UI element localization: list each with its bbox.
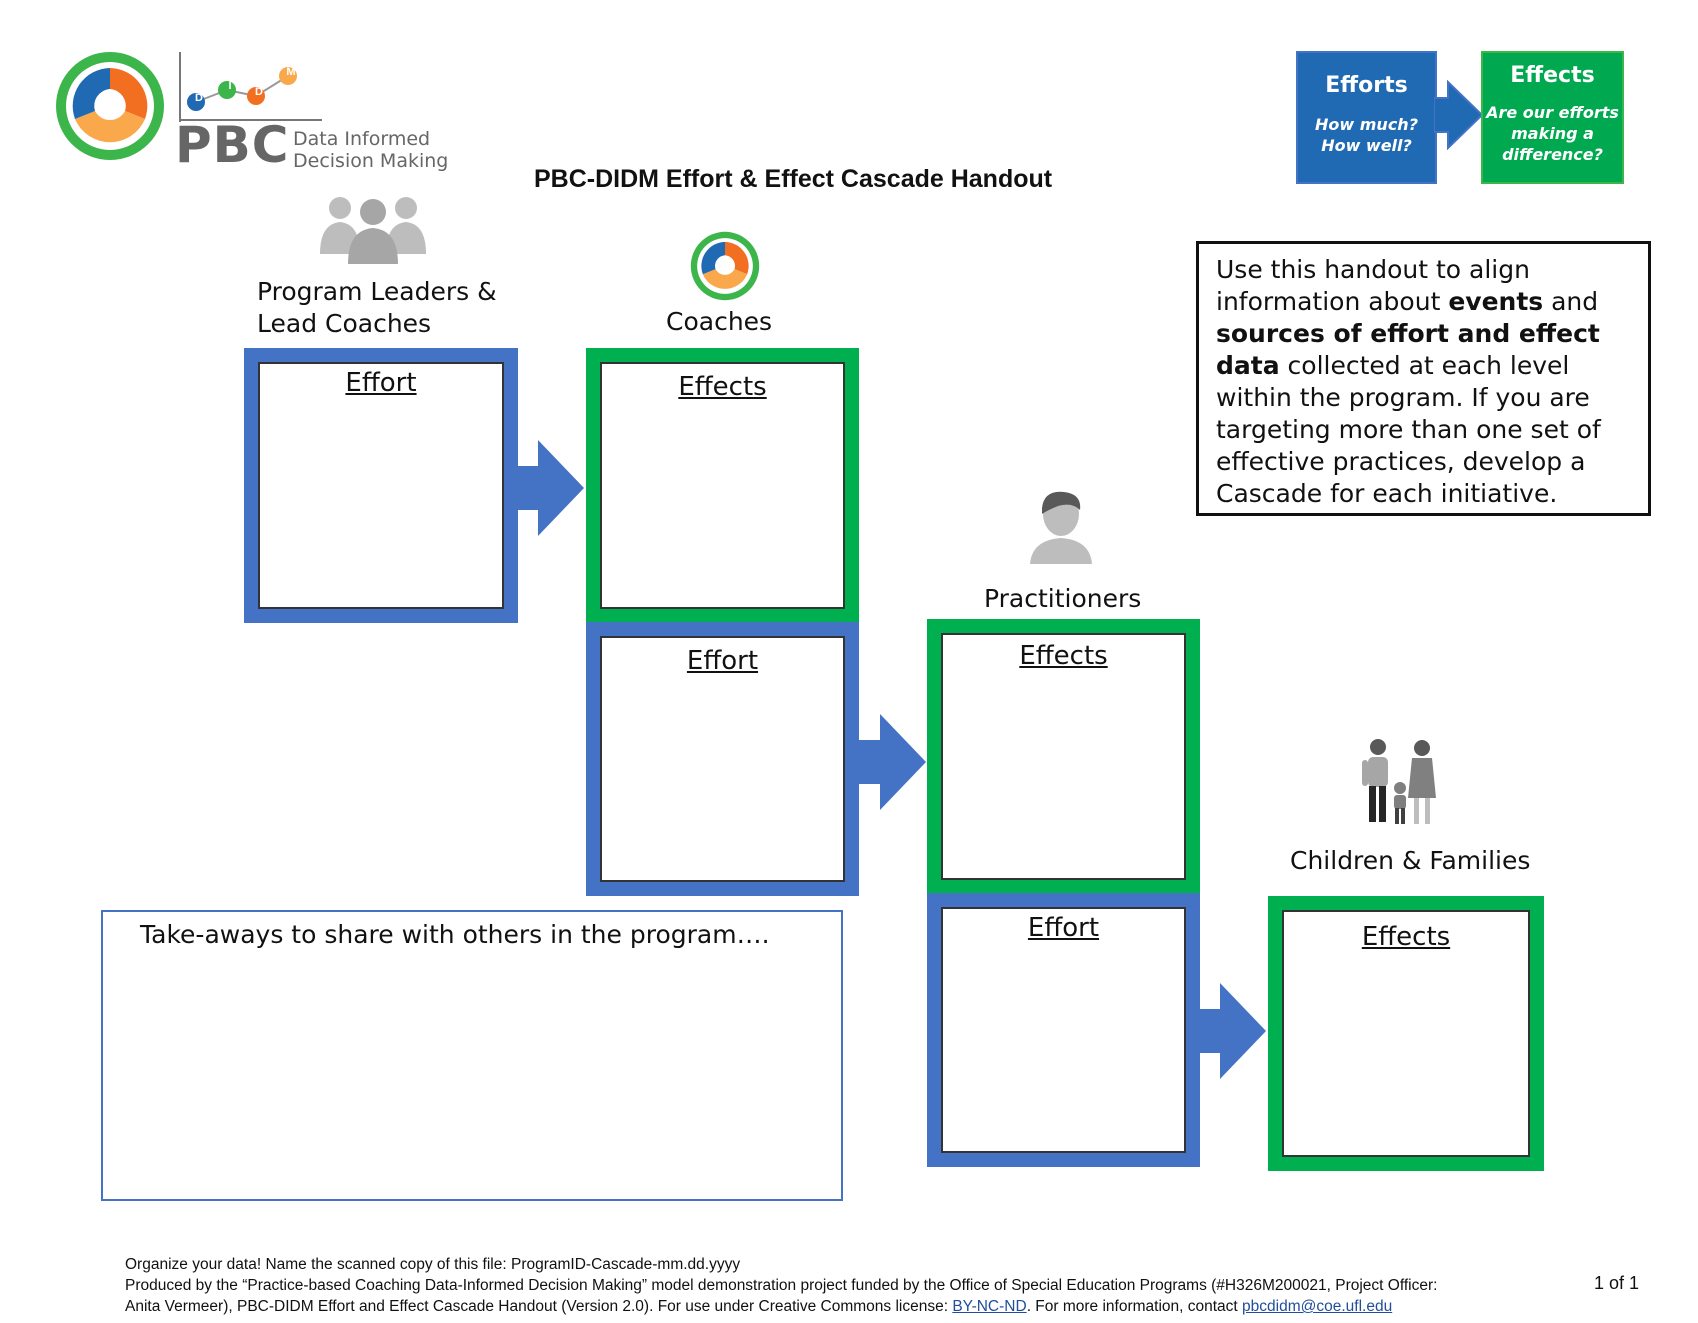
level-label-children-families: Children & Families — [1290, 846, 1531, 875]
leaders-effort-label: Effort — [345, 368, 417, 398]
footer-line3-middle: . For more information, contact — [1026, 1298, 1243, 1315]
practitioners-effort-box[interactable]: Effort — [927, 893, 1200, 1167]
coaches-effects-box[interactable]: Effects — [586, 348, 859, 623]
group-people-icon — [320, 197, 426, 264]
logo-chart-icon — [179, 52, 322, 122]
legend-effects-box: Effects Are our efforts making a differe… — [1481, 51, 1624, 184]
family-icon — [1362, 739, 1436, 824]
right-arrow-icon — [1194, 983, 1266, 1079]
level-label-program-leaders: Program Leaders & Lead Coaches — [257, 276, 497, 340]
logo-dot-m: M — [286, 66, 296, 78]
logo-subtitle-line2: Decision Making — [293, 150, 449, 172]
practitioners-effort-label: Effort — [1027, 913, 1100, 943]
children-effects-label: Effects — [1361, 922, 1451, 952]
practitioner-person-icon — [1030, 491, 1092, 564]
instructions-text-1: Use this handout to align information ab… — [1216, 255, 1530, 316]
logo-subtitle: Data Informed Decision Making — [293, 128, 448, 172]
level-label-coaches: Coaches — [666, 307, 773, 336]
right-arrow-icon — [854, 714, 926, 810]
practitioners-effects-label: Effects — [1019, 641, 1108, 671]
logo-dot-i: I — [228, 80, 232, 92]
instructions-bold-events: events — [1448, 287, 1544, 316]
coaches-effort-label: Effort — [686, 646, 759, 676]
coaches-logo-icon — [690, 231, 760, 301]
legend-effects-heading: Effects — [1510, 63, 1595, 88]
coaches-effort-box[interactable]: Effort — [586, 622, 859, 896]
footer-line2: Produced by the “Practice-based Coaching… — [125, 1277, 1438, 1294]
children-effects-box[interactable]: Effects — [1268, 896, 1544, 1171]
instructions-box: Use this handout to align information ab… — [1196, 241, 1651, 516]
logo-dot-d1: D — [195, 92, 203, 104]
legend-efforts-line2: How well? — [1321, 136, 1412, 155]
practitioners-effects-box[interactable]: Effects — [927, 619, 1200, 894]
legend-efforts-heading: Efforts — [1325, 73, 1408, 98]
logo-ring-icon — [56, 52, 164, 160]
footer-line1: Organize your data! Name the scanned cop… — [125, 1256, 741, 1273]
leaders-effort-box[interactable]: Effort — [244, 348, 518, 623]
program-leaders-line1: Program Leaders & — [257, 277, 497, 306]
level-label-practitioners: Practitioners — [984, 584, 1142, 613]
logo-name: PBC — [175, 116, 290, 174]
legend-efforts-line1: How much? — [1315, 115, 1418, 134]
legend-effects-line1: Are our efforts — [1486, 103, 1619, 122]
legend-effects-line2: making a — [1511, 124, 1594, 143]
contact-email-link[interactable]: pbcdidm@coe.ufl.edu — [1242, 1298, 1393, 1315]
logo-subtitle-line1: Data Informed — [293, 128, 431, 150]
page-title: PBC-DIDM Effort & Effect Cascade Handout — [534, 165, 1053, 193]
takeaways-box[interactable]: Take-aways to share with others in the p… — [101, 910, 843, 1201]
legend-effects-line3: difference? — [1502, 145, 1603, 164]
license-link[interactable]: BY-NC-ND — [952, 1298, 1027, 1315]
coaches-effects-label: Effects — [678, 372, 767, 402]
logo-dot-d2: D — [255, 86, 263, 98]
instructions-text-3: collected at each level within the progr… — [1216, 351, 1601, 508]
footer-line3: Anita Vermeer), PBC-DIDM Effort and Effe… — [125, 1296, 1525, 1317]
page-number: 1 of 1 — [1594, 1273, 1640, 1293]
legend-efforts-box: Efforts How much? How well? — [1296, 51, 1437, 184]
right-arrow-icon — [1434, 80, 1484, 150]
instructions-text-2: and — [1543, 287, 1599, 316]
takeaways-label: Take-aways to share with others in the p… — [140, 920, 770, 949]
footer: Organize your data! Name the scanned cop… — [125, 1254, 1525, 1317]
right-arrow-icon — [512, 440, 584, 536]
program-leaders-line2: Lead Coaches — [257, 309, 432, 338]
footer-line3-prefix: Anita Vermeer), PBC-DIDM Effort and Effe… — [125, 1298, 953, 1315]
pbc-didm-logo: D I D M PBC Data Informed Decision Makin… — [50, 46, 450, 176]
instructions-bold-sources: sources of effort and effect data — [1216, 319, 1600, 380]
